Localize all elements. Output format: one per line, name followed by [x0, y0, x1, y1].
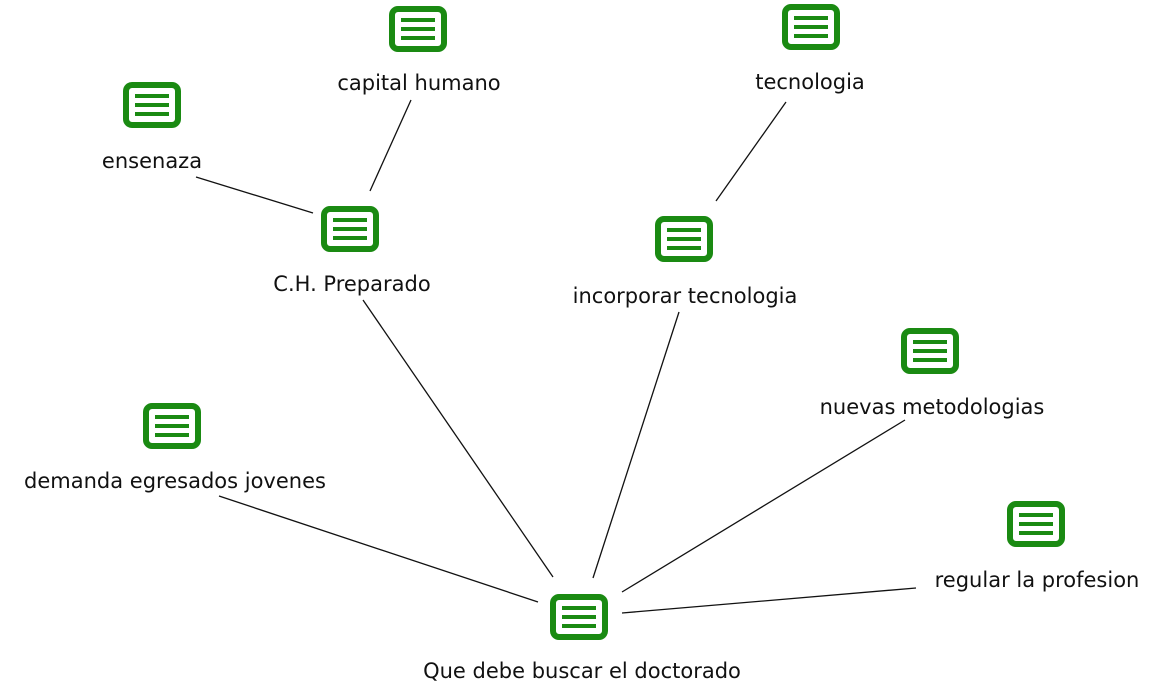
list-icon [550, 594, 608, 640]
list-icon [1007, 501, 1065, 547]
node-label: Que debe buscar el doctorado [423, 659, 741, 683]
edge-ensenaza-ch-preparado [195, 176, 314, 214]
node-label: C.H. Preparado [273, 272, 431, 296]
list-icon [901, 328, 959, 374]
node-label: capital humano [337, 71, 501, 95]
list-icon [123, 82, 181, 128]
edge-nuevas-metodologias-que-debe-buscar [621, 419, 906, 593]
list-icon [321, 206, 379, 252]
node-label: regular la profesion [934, 568, 1140, 592]
list-icon [143, 403, 201, 449]
edge-incorporar-tecnologia-que-debe-buscar [592, 311, 680, 579]
edge-tecnologia-incorporar-tecnologia [715, 101, 787, 202]
node-label: demanda egresados jovenes [24, 469, 326, 493]
node-label: nuevas metodologias [819, 395, 1045, 419]
edge-regular-la-profesion-que-debe-buscar [621, 587, 917, 614]
list-icon [389, 6, 447, 52]
edge-capital-humano-ch-preparado [369, 99, 412, 192]
node-label: incorporar tecnologia [572, 284, 798, 308]
node-label: tecnologia [755, 70, 865, 94]
list-icon [782, 4, 840, 50]
edge-ch-preparado-que-debe-buscar [362, 299, 554, 578]
list-icon [655, 216, 713, 262]
node-label: ensenaza [101, 149, 203, 173]
edge-demanda-egresados-jovenes-que-debe-buscar [218, 495, 539, 603]
